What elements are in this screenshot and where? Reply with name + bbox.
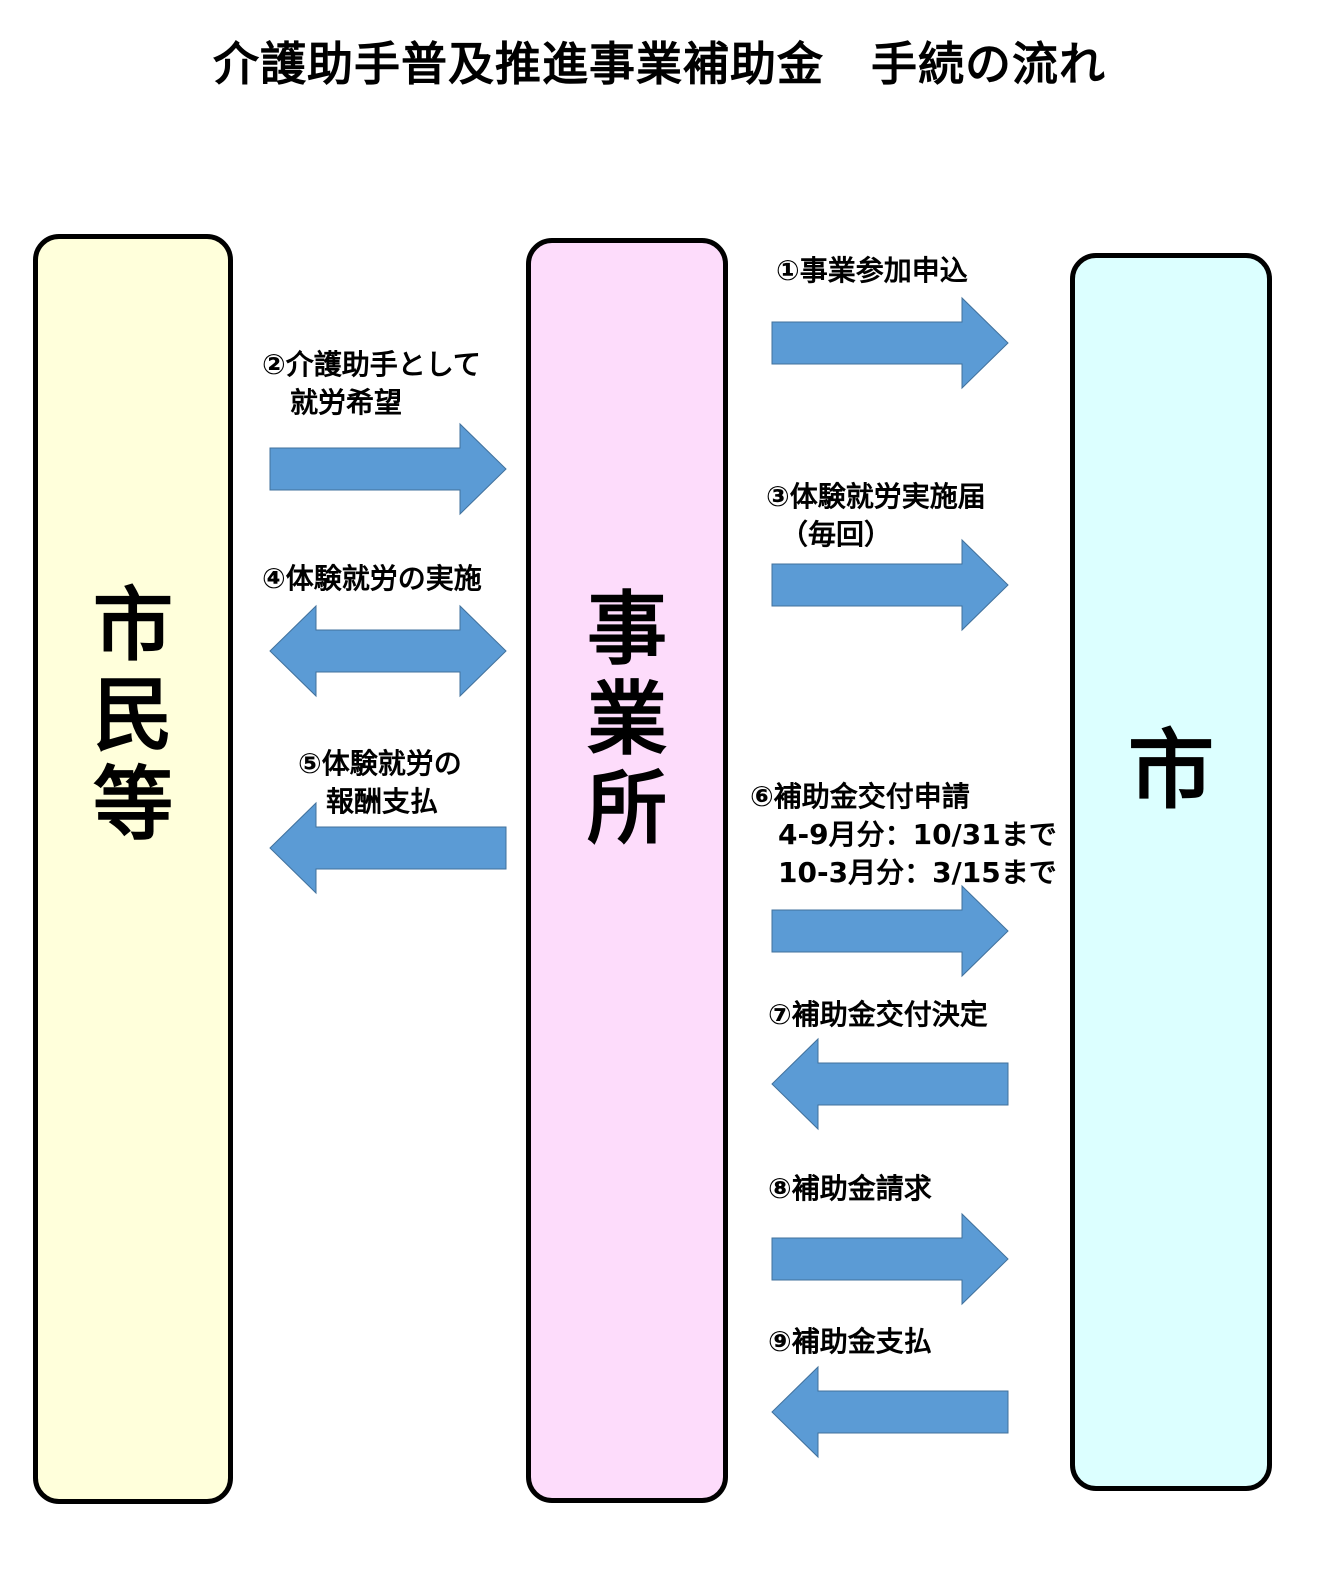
step-5-label: ⑤体験就労の 報酬支払	[298, 747, 462, 818]
arrow-step-3	[771, 538, 1009, 632]
arrow-step-1	[771, 296, 1009, 390]
step-7-label: ⑦補助金交付決定	[768, 998, 988, 1031]
city-column: 市	[1070, 253, 1272, 1491]
office-column-label: 事 業 所	[587, 583, 667, 856]
step-6-label: ⑥補助金交付申請 4-9月分：10/31まで 10-3月分：3/15まで	[750, 780, 1057, 889]
step-3-label: ③体験就労実施届 （毎回）	[766, 480, 986, 551]
arrow-step-9	[771, 1365, 1009, 1459]
arrow-step-8	[771, 1212, 1009, 1306]
step-9-label: ⑨補助金支払	[768, 1325, 932, 1358]
city-column-label: 市	[1128, 721, 1214, 821]
arrow-step-7	[771, 1037, 1009, 1131]
arrow-step-5	[269, 801, 507, 895]
citizen-column-label: 市 民 等	[93, 579, 173, 852]
step-8-label: ⑧補助金請求	[768, 1172, 932, 1205]
arrow-step-4	[269, 604, 507, 698]
office-column: 事 業 所	[526, 238, 728, 1503]
citizen-column: 市 民 等	[33, 234, 233, 1504]
step-1-label: ①事業参加申込	[776, 254, 968, 287]
arrow-step-6	[771, 884, 1009, 978]
page-title: 介護助手普及推進事業補助金 手続の流れ	[213, 37, 1106, 91]
step-2-label: ②介護助手として 就労希望	[262, 348, 481, 419]
arrow-step-2	[269, 422, 507, 516]
step-4-label: ④体験就労の実施	[262, 562, 482, 595]
